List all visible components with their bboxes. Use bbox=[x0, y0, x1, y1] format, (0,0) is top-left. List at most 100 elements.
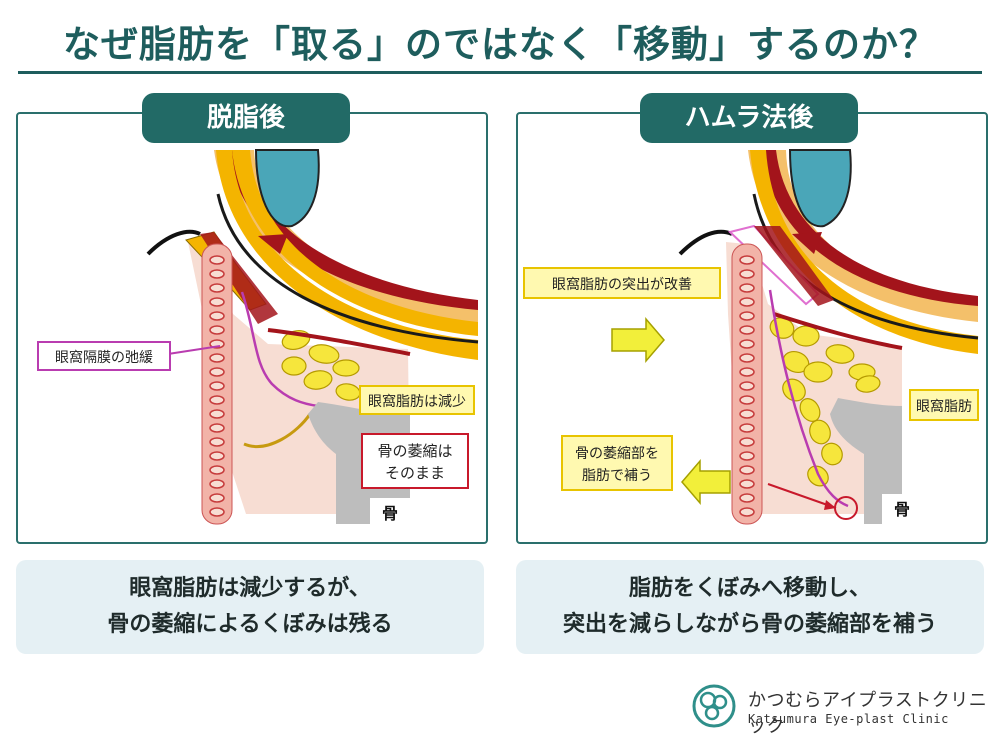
muscle-fiber bbox=[209, 381, 225, 391]
septum-line bbox=[240, 291, 319, 408]
muscle-fiber bbox=[739, 367, 755, 377]
fat-lobule bbox=[821, 442, 843, 466]
arrow-right-icon bbox=[611, 316, 665, 364]
bone-shape bbox=[308, 402, 410, 524]
label-bone-box bbox=[361, 433, 469, 489]
clinic-name-en: Katsumura Eye-plast Clinic bbox=[748, 712, 949, 726]
caption-right: 脂肪をくぼみへ移動し、 突出を減らしながら骨の萎縮部を補う bbox=[516, 560, 984, 654]
clinic-logo-icon bbox=[692, 684, 736, 728]
muscle-fibers bbox=[209, 255, 225, 517]
sclera-line bbox=[216, 193, 479, 344]
panel-after-hamra: 眼窩脂肪の突出が改善 眼窩脂肪 骨の萎縮部を 脂肪で補う 骨 bbox=[516, 112, 988, 544]
muscle-fiber bbox=[739, 479, 755, 489]
title-divider bbox=[18, 71, 982, 74]
fat-lobule bbox=[308, 344, 340, 364]
caption-left-line2: 骨の萎縮によるくぼみは残る bbox=[107, 612, 393, 637]
label-bone-line1: 骨の萎縮は bbox=[377, 442, 452, 460]
orbital-floor-line bbox=[267, 328, 411, 356]
muscle-fiber bbox=[739, 493, 755, 503]
muscle-fiber bbox=[209, 353, 225, 363]
muscle-fiber bbox=[209, 255, 225, 265]
tab-after-hamra: ハムラ法後 bbox=[640, 93, 858, 143]
muscle-fiber bbox=[739, 381, 755, 391]
muscle-fiber bbox=[209, 367, 225, 377]
fill-pointer-line bbox=[767, 483, 837, 509]
muscle-band bbox=[762, 150, 978, 306]
bone-tag: 骨 bbox=[894, 500, 910, 519]
muscle-fiber bbox=[739, 311, 755, 321]
bone-tag: 骨 bbox=[382, 504, 398, 523]
muscle-fiber bbox=[209, 409, 225, 419]
caption-left: 眼窩脂肪は減少するが、 骨の萎縮によるくぼみは残る bbox=[16, 560, 484, 654]
fill-pointer-head bbox=[824, 500, 836, 510]
fat-lobule bbox=[303, 370, 333, 390]
muscle-fiber bbox=[209, 283, 225, 293]
label-fat: 眼窩脂肪 bbox=[916, 398, 972, 415]
label-septum: 眼窩隔膜の弛緩 bbox=[55, 349, 153, 366]
muscle-fiber bbox=[739, 339, 755, 349]
red-tendon bbox=[258, 234, 288, 254]
muscle-fiber bbox=[209, 507, 225, 517]
muscle-fiber bbox=[739, 507, 755, 517]
muscle-fiber bbox=[209, 269, 225, 279]
cornea bbox=[254, 149, 320, 228]
eyelash-line bbox=[678, 229, 733, 256]
muscle-fiber bbox=[209, 451, 225, 461]
caption-left-line1: 眼窩脂肪は減少するが、 bbox=[129, 576, 371, 601]
orbital-floor-line bbox=[773, 312, 903, 350]
bone-shape bbox=[830, 398, 902, 524]
fat-lobule bbox=[332, 359, 360, 377]
bone-tag-box bbox=[370, 498, 410, 528]
muscle-fiber bbox=[739, 269, 755, 279]
muscle-fiber bbox=[209, 437, 225, 447]
muscle-fiber bbox=[739, 255, 755, 265]
label-fat-box bbox=[359, 385, 475, 415]
muscle-fiber bbox=[739, 395, 755, 405]
label-bone-line2: そのまま bbox=[385, 464, 445, 482]
muscle-fiber bbox=[739, 465, 755, 475]
fat-lobule bbox=[281, 356, 307, 376]
fat-lobule bbox=[792, 325, 820, 347]
eyelash-line bbox=[146, 229, 201, 256]
bone-tag-box bbox=[882, 494, 922, 524]
muscle-fiber bbox=[209, 465, 225, 475]
muscle-fiber bbox=[739, 409, 755, 419]
muscle-fiber bbox=[209, 325, 225, 335]
fat-lobule bbox=[809, 419, 831, 445]
muscle-fiber bbox=[739, 297, 755, 307]
tab-after-fat-removal: 脱脂後 bbox=[142, 93, 350, 143]
caption-right-line1: 脂肪をくぼみへ移動し、 bbox=[628, 576, 871, 601]
page-title: なぜ脂肪を「取る」のではなく「移動」するのか？ bbox=[63, 23, 937, 66]
ligament-line bbox=[243, 413, 312, 448]
fat-lobule bbox=[855, 375, 881, 393]
clinic-name-jp: かつむらアイプラストクリニック bbox=[748, 690, 988, 737]
caption-right-line2: 突出を減らしながら骨の萎縮部を補う bbox=[562, 612, 937, 637]
label-fill-line2: 脂肪で補う bbox=[582, 468, 652, 484]
panel-after-fat-removal: 眼窩隔膜の弛緩 眼窩脂肪は減少 骨の萎縮は そのまま 骨 bbox=[16, 112, 488, 544]
muscle-fiber bbox=[739, 353, 755, 363]
label-fill-box bbox=[561, 435, 673, 491]
label-septum-box bbox=[37, 341, 171, 371]
fill-target-circle bbox=[834, 496, 858, 520]
cornea bbox=[788, 149, 852, 228]
fat-lobule bbox=[803, 361, 833, 383]
muscle-fiber bbox=[209, 493, 225, 503]
label-improve-box bbox=[523, 267, 721, 299]
muscle-fiber bbox=[209, 311, 225, 321]
label-fat-box bbox=[909, 389, 979, 421]
muscle-fiber bbox=[739, 325, 755, 335]
label-fill-line1: 骨の萎縮部を bbox=[575, 446, 659, 462]
septum-line bbox=[768, 289, 849, 508]
muscle-fiber bbox=[739, 283, 755, 293]
muscle-fiber bbox=[209, 423, 225, 433]
anatomy-diagram-left: 眼窩隔膜の弛緩 眼窩脂肪は減少 骨の萎縮は そのまま 骨 bbox=[37, 149, 479, 528]
muscle-fibers bbox=[739, 255, 755, 517]
fat-lobule bbox=[825, 344, 855, 364]
muscle-fiber bbox=[209, 479, 225, 489]
red-tendon bbox=[792, 232, 822, 254]
label-improve: 眼窩脂肪の突出が改善 bbox=[552, 276, 692, 293]
septum-pointer bbox=[167, 345, 221, 355]
muscle-fiber bbox=[209, 297, 225, 307]
muscle-fiber bbox=[739, 423, 755, 433]
muscle-fiber bbox=[739, 437, 755, 447]
